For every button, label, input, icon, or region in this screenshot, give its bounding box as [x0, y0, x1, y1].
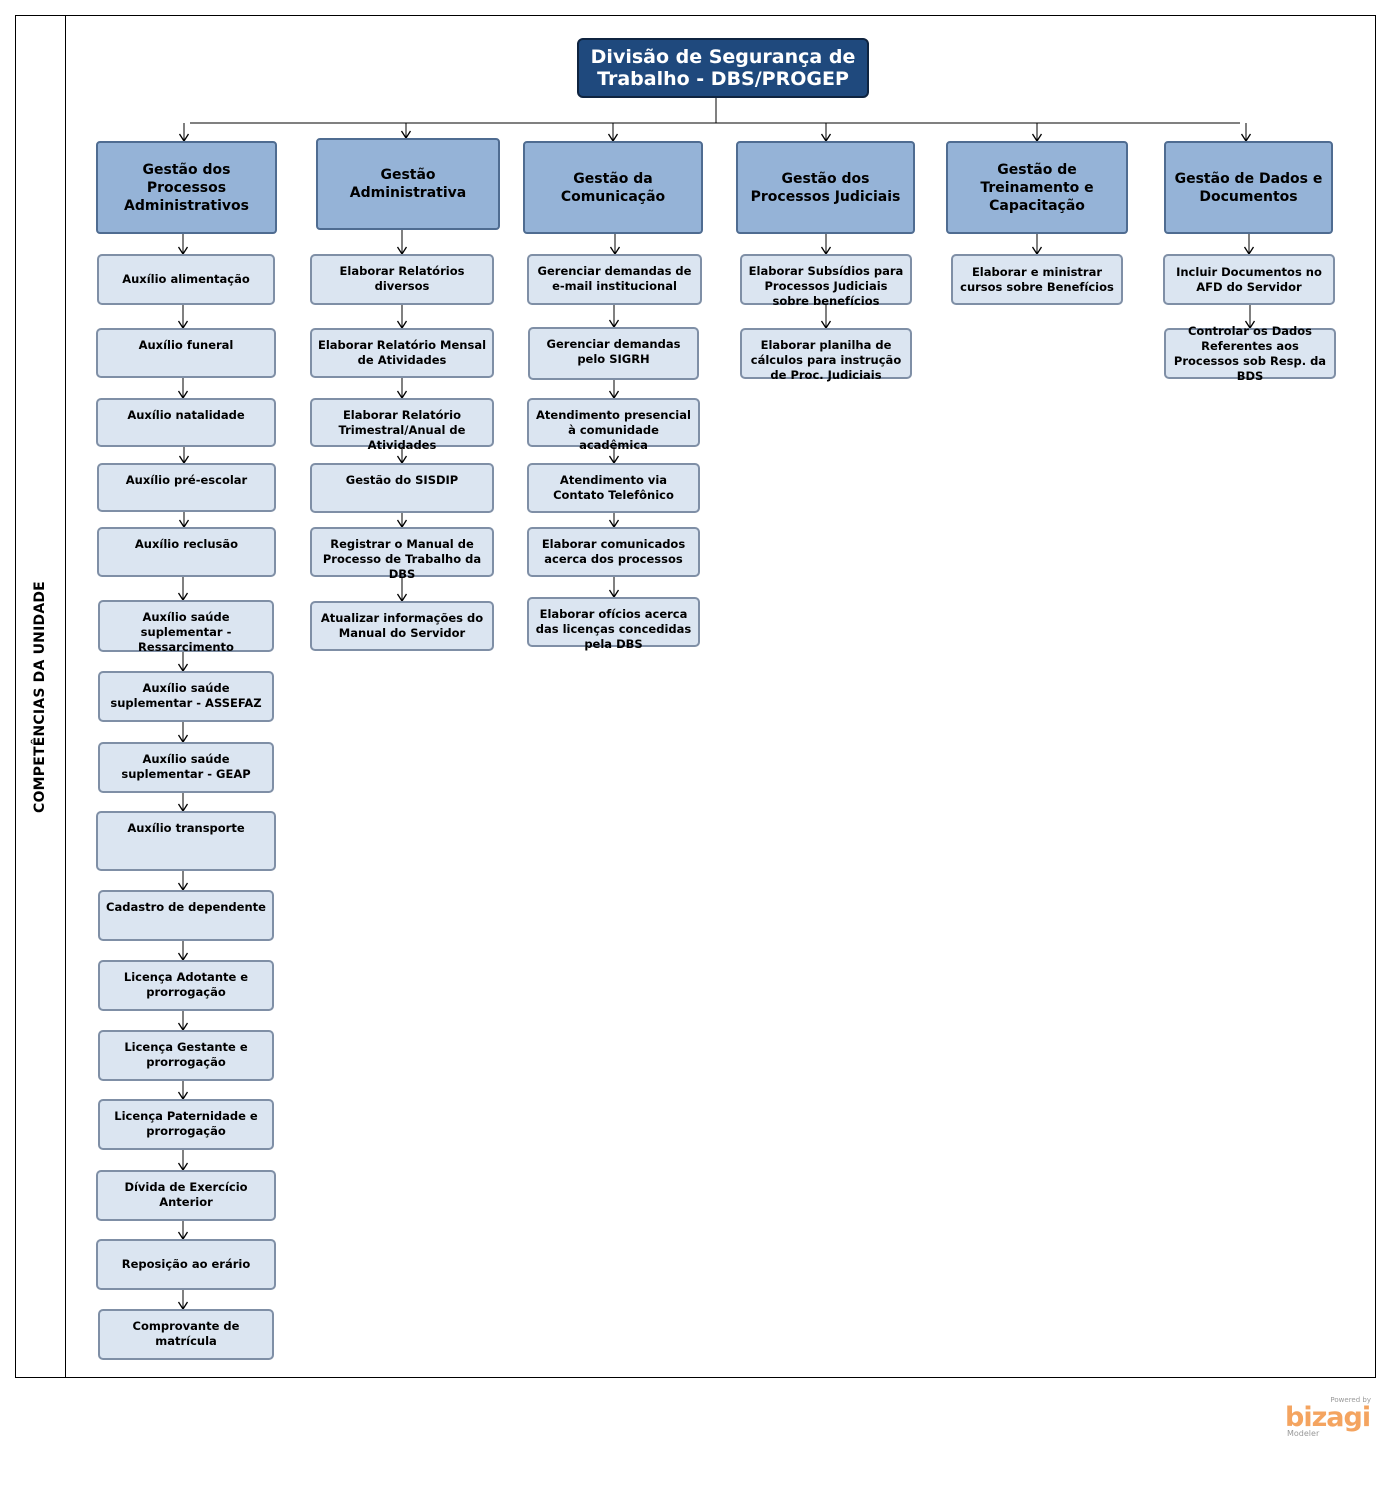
task-box: Auxílio funeral [96, 328, 276, 378]
task-box: Licença Adotante e prorrogação [98, 960, 274, 1011]
task-box: Elaborar Relatórios diversos [310, 254, 494, 305]
task-box: Licença Paternidade e prorrogação [98, 1099, 274, 1150]
competency-header: Gestão dos Processos Judiciais [736, 141, 915, 234]
competency-header: Gestão dos Processos Administrativos [96, 141, 277, 234]
bizagi-logo: Powered by bizagi Modeler [1285, 1396, 1375, 1441]
modeler-text: Modeler [1287, 1429, 1320, 1438]
bizagi-brand: bizagi [1285, 1402, 1371, 1433]
task-box: Auxílio saúde suplementar - Ressarciment… [98, 600, 274, 654]
task-box: Licença Gestante e prorrogação [98, 1030, 274, 1081]
task-box: Comprovante de matrícula [98, 1309, 274, 1360]
task-box: Auxílio saúde suplementar - ASSEFAZ [98, 671, 274, 722]
root-box: Divisão de Segurança de Trabalho - DBS/P… [577, 38, 869, 98]
task-box: Auxílio transporte [96, 811, 276, 871]
task-box: Auxílio reclusão [97, 527, 276, 577]
task-box: Elaborar ofícios acerca das licenças con… [527, 597, 700, 651]
task-box: Atendimento via Contato Telefônico [527, 463, 700, 513]
powered-by-text: Powered by [1330, 1396, 1371, 1404]
competency-header: Gestão de Dados e Documentos [1164, 141, 1333, 234]
task-box: Auxílio alimentação [97, 254, 275, 305]
task-box: Gestão do SISDIP [310, 463, 494, 513]
task-box: Reposição ao erário [96, 1239, 276, 1290]
competency-header: Gestão da Comunicação [523, 141, 703, 234]
task-box: Dívida de Exercício Anterior [96, 1170, 276, 1221]
task-box: Controlar os Dados Referentes aos Proces… [1164, 324, 1336, 383]
task-box: Atualizar informações do Manual do Servi… [310, 601, 494, 651]
task-box: Elaborar comunicados acerca dos processo… [527, 527, 700, 577]
lane-divider [65, 15, 66, 1378]
task-box: Registrar o Manual de Processo de Trabal… [310, 527, 494, 581]
task-box: Auxílio saúde suplementar - GEAP [98, 742, 274, 793]
task-box: Elaborar Relatório Mensal de Atividades [310, 328, 494, 378]
competency-header: Gestão Administrativa [316, 138, 500, 230]
task-box: Elaborar e ministrar cursos sobre Benefí… [951, 254, 1123, 305]
competency-header: Gestão de Treinamento e Capacitação [946, 141, 1128, 234]
diagram-frame [15, 15, 1376, 1378]
task-box: Elaborar Relatório Trimestral/Anual de A… [310, 398, 494, 452]
task-box: Auxílio natalidade [96, 398, 276, 447]
task-box: Incluir Documentos no AFD do Servidor [1163, 254, 1335, 305]
task-box: Atendimento presencial à comunidade acad… [527, 398, 700, 452]
task-box: Gerenciar demandas pelo SIGRH [528, 327, 699, 380]
task-box: Cadastro de dependente [98, 890, 274, 941]
task-box: Auxílio pré-escolar [97, 463, 276, 512]
task-box: Gerenciar demandas de e-mail institucion… [527, 254, 702, 305]
task-box: Elaborar planilha de cálculos para instr… [740, 328, 912, 382]
task-box: Elaborar Subsídios para Processos Judici… [740, 254, 912, 308]
